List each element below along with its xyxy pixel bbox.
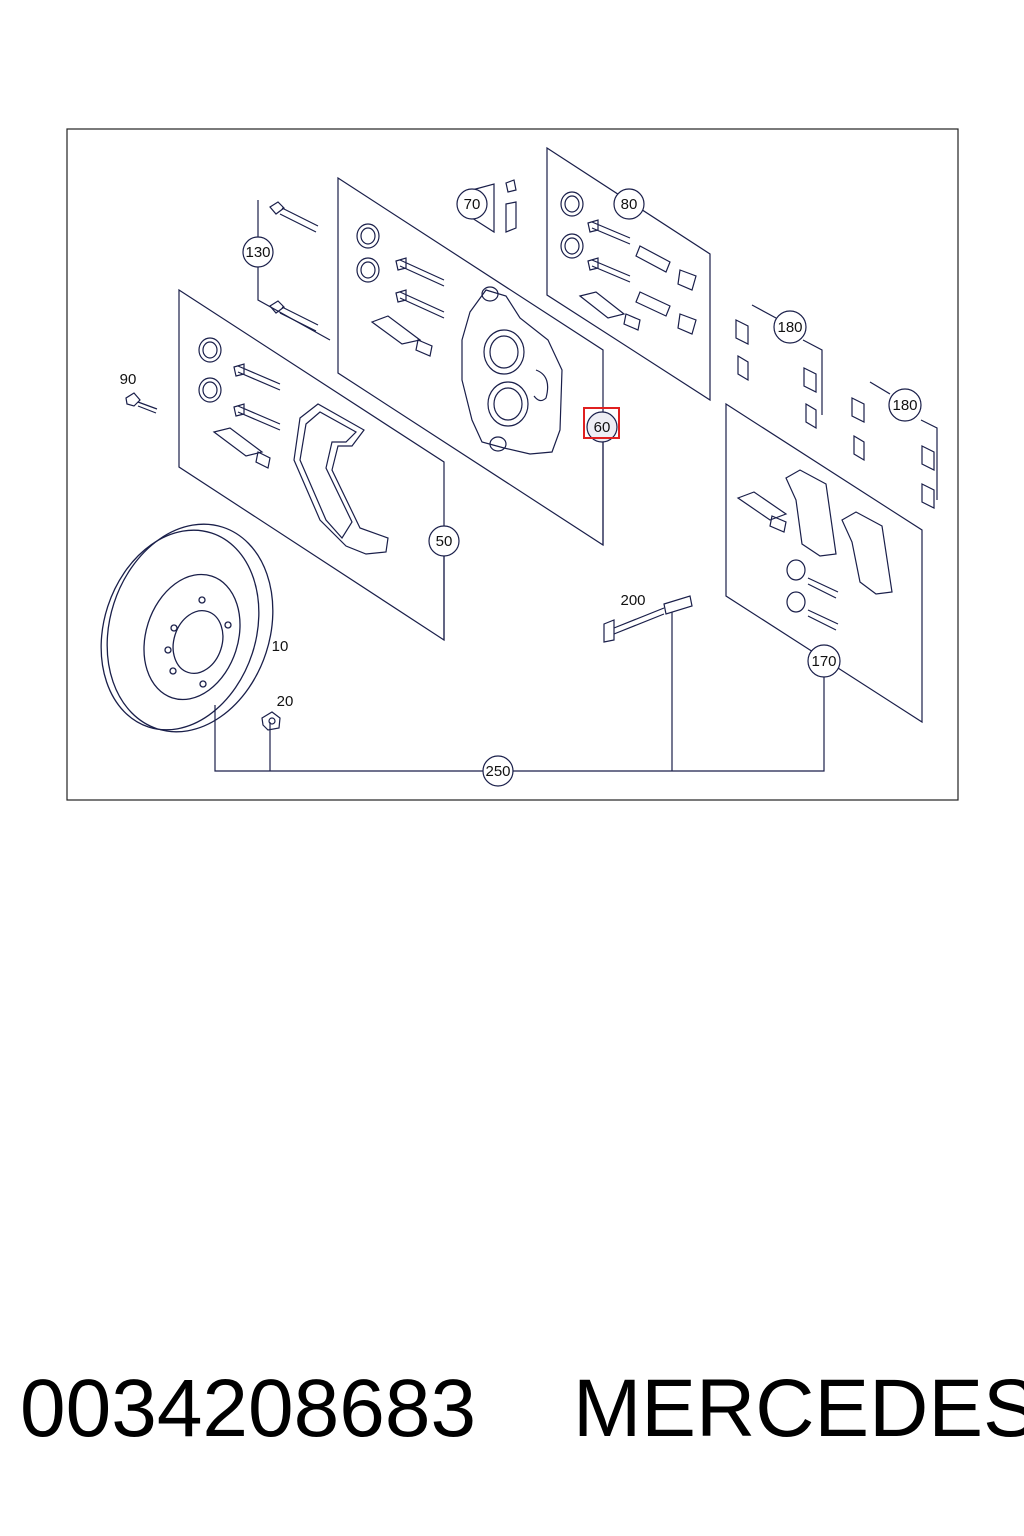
bolts-130 bbox=[269, 201, 319, 332]
kit-50-parts bbox=[198, 337, 389, 555]
callout-50[interactable]: 50 bbox=[428, 525, 460, 557]
svg-text:70: 70 bbox=[464, 196, 481, 213]
svg-text:60: 60 bbox=[594, 419, 611, 436]
brand-label: MERCEDES bbox=[573, 1363, 1024, 1454]
svg-text:180: 180 bbox=[777, 319, 802, 336]
brake-exploded-diagram: 130 70 80 180 180 60 50 170 bbox=[66, 128, 959, 801]
panel-80 bbox=[546, 146, 711, 402]
callout-130[interactable]: 130 bbox=[242, 236, 274, 268]
callout-70[interactable]: 70 bbox=[456, 188, 488, 220]
callout-250[interactable]: 250 bbox=[482, 755, 514, 787]
callout-90[interactable]: 90 bbox=[120, 371, 137, 388]
pads-170 bbox=[736, 469, 893, 631]
callout-60[interactable]: 60 bbox=[586, 411, 618, 443]
wear-sensor-200 bbox=[603, 595, 693, 643]
callout-170[interactable]: 170 bbox=[807, 644, 841, 678]
selected-part-highlight bbox=[583, 407, 620, 439]
callouts: 130 70 80 180 180 60 50 170 bbox=[242, 188, 922, 787]
part-number: 0034208683 bbox=[20, 1363, 477, 1454]
svg-text:80: 80 bbox=[621, 196, 638, 213]
callout-10[interactable]: 10 bbox=[272, 638, 289, 655]
nut-20 bbox=[261, 711, 281, 731]
footer: 0034208683 MERCEDES bbox=[0, 1362, 1024, 1482]
callout-80[interactable]: 80 bbox=[613, 188, 645, 220]
callout-180-a[interactable]: 180 bbox=[773, 310, 807, 344]
diagram-frame bbox=[66, 128, 959, 801]
caliper-60 bbox=[356, 223, 563, 455]
kit-80-parts bbox=[560, 191, 697, 335]
clips-180 bbox=[735, 319, 935, 509]
svg-text:180: 180 bbox=[892, 397, 917, 414]
svg-text:130: 130 bbox=[245, 244, 270, 261]
svg-text:170: 170 bbox=[811, 653, 836, 670]
callout-20[interactable]: 20 bbox=[277, 693, 294, 710]
callout-180-b[interactable]: 180 bbox=[888, 388, 922, 422]
bleeder-70 bbox=[505, 179, 517, 233]
svg-text:250: 250 bbox=[485, 763, 510, 780]
svg-text:50: 50 bbox=[436, 533, 453, 550]
brake-rotor bbox=[100, 523, 274, 733]
panel-170 bbox=[725, 402, 923, 724]
callout-200[interactable]: 200 bbox=[620, 592, 645, 609]
bolt-90 bbox=[125, 392, 158, 414]
